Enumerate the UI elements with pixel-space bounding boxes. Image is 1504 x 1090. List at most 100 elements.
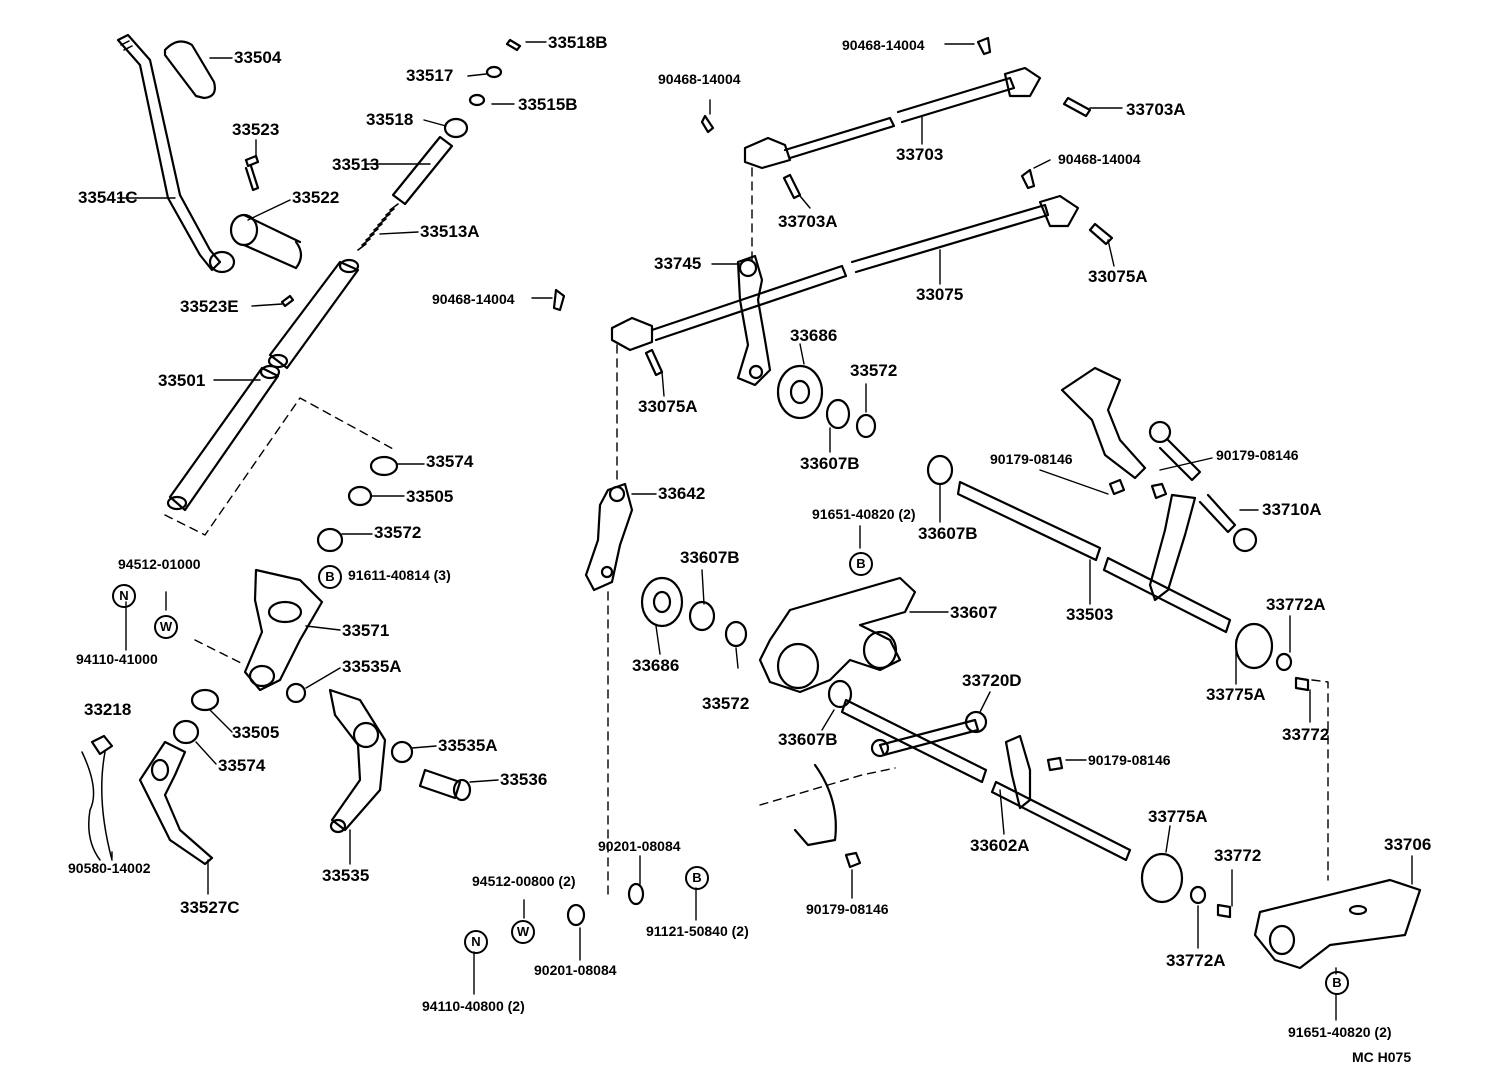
label-33535A: 33535A	[342, 657, 402, 676]
label-90179-08146-c: 90179-08146	[1088, 752, 1171, 768]
label-94512-00800: 94512-00800 (2)	[472, 873, 576, 889]
label-33504: 33504	[234, 48, 282, 67]
label-33686: 33686	[790, 326, 838, 345]
pin-90468-a	[700, 114, 715, 134]
pin-90468-d	[552, 288, 566, 312]
label-33505-b: 33505	[232, 723, 280, 742]
bracket-33706	[1253, 878, 1422, 970]
label-90468-14004-d: 90468-14004	[432, 291, 515, 307]
label-90201-08084-b: 90201-08084	[534, 962, 617, 978]
lever-33527C	[138, 740, 214, 866]
bushing-33505-b	[190, 688, 220, 712]
label-33703A-b: 33703A	[778, 212, 838, 231]
label-90179-08146-d: 90179-08146	[806, 901, 889, 917]
bolt-33536	[418, 768, 472, 802]
label-33518B: 33518B	[548, 33, 608, 52]
label-33503: 33503	[1066, 605, 1114, 624]
pin-90468-b	[976, 36, 992, 56]
clip-33772	[1294, 676, 1310, 692]
lever-bolt-33523	[244, 154, 260, 192]
rod-33513	[391, 135, 454, 206]
label-33772: 33772	[1282, 725, 1330, 744]
leader-lines	[111, 41, 1413, 1021]
label-90179-08146-a: 90179-08146	[990, 451, 1073, 467]
marker-w-2: W	[511, 920, 535, 944]
cap-33518	[443, 117, 469, 139]
rod-33703	[743, 66, 1042, 170]
label-33572-c: 33572	[702, 694, 750, 713]
shift-lever-33541C	[116, 33, 222, 272]
label-90468-14004-b: 90468-14004	[658, 71, 741, 87]
label-33703A: 33703A	[1126, 100, 1186, 119]
label-90201-08084-a: 90201-08084	[598, 838, 681, 854]
label-91651-40820-a: 91651-40820 (2)	[812, 506, 916, 522]
shaft-33602A	[840, 698, 1132, 862]
nut-33517	[485, 65, 503, 79]
label-33535: 33535	[322, 866, 370, 885]
label-90468-14004-c: 90468-14004	[1058, 151, 1141, 167]
label-33607B-b: 33607B	[680, 548, 740, 567]
label-33523E: 33523E	[180, 297, 239, 316]
clip-33218	[90, 734, 114, 756]
pin-33523E	[280, 294, 295, 308]
ring-33686-inner	[789, 379, 811, 405]
label-33075A-b: 33075A	[638, 397, 698, 416]
label-33703: 33703	[896, 145, 944, 164]
label-90179-08146-b: 90179-08146	[1216, 447, 1299, 463]
label-91651-40820-b: 91651-40820 (2)	[1288, 1024, 1392, 1040]
label-33513: 33513	[332, 155, 380, 174]
ring-33686	[776, 364, 824, 420]
nut-90179-c	[1046, 756, 1064, 772]
bushing-33607B-d	[827, 679, 853, 709]
label-94512-01000: 94512-01000	[118, 556, 201, 572]
bolt-33075A-b	[644, 348, 664, 377]
label-33501: 33501	[158, 371, 206, 390]
washer-33772A	[1275, 652, 1293, 672]
lever-33642	[584, 482, 634, 592]
label-33607B: 33607B	[800, 454, 860, 473]
label-91611-40814: 91611-40814 (3)	[348, 567, 451, 583]
ring-33775A	[1234, 622, 1274, 670]
ring-33775A-b	[1140, 852, 1184, 904]
bushing-33574-b	[172, 719, 200, 745]
pin-90468-c	[1020, 168, 1036, 190]
nut-90179-d	[844, 851, 862, 869]
washer-33772A-b	[1189, 885, 1207, 905]
bushing-33607B-c	[926, 454, 954, 486]
spring-33513A	[357, 203, 399, 251]
bushing-33607B	[825, 398, 851, 430]
label-33522: 33522	[292, 188, 340, 207]
label-33527C: 33527C	[180, 898, 240, 917]
lever-33571	[243, 568, 324, 692]
marker-b-2: B	[849, 552, 873, 576]
bushing-33572-b	[724, 620, 748, 648]
nut-90179-a	[1108, 478, 1126, 496]
label-33075A: 33075A	[1088, 267, 1148, 286]
lever-seat-33522	[229, 213, 303, 270]
label-33745: 33745	[654, 254, 702, 273]
label-33607B-c: 33607B	[918, 524, 978, 543]
label-33517: 33517	[406, 66, 454, 85]
lever-33745	[736, 254, 772, 387]
label-33572-b: 33572	[850, 361, 898, 380]
label-33574-b: 33574	[218, 756, 266, 775]
bolt-33703A-a	[1062, 96, 1092, 118]
bushing-33607B-b	[688, 600, 716, 632]
label-91121-50840: 91121-50840 (2)	[646, 923, 749, 939]
bolt-33703A-b	[782, 173, 802, 200]
marker-b-3: B	[685, 866, 709, 890]
label-33775A: 33775A	[1206, 685, 1266, 704]
label-33602A: 33602A	[970, 836, 1030, 855]
marker-b-4: B	[1325, 971, 1349, 995]
label-33642: 33642	[658, 484, 706, 503]
bushing-33505	[347, 485, 373, 507]
label-33536: 33536	[500, 770, 548, 789]
label-33075: 33075	[916, 285, 964, 304]
label-33574: 33574	[426, 452, 474, 471]
washer-33515B	[468, 93, 486, 107]
shift-shaft-33501	[166, 258, 360, 512]
bushing-33572	[316, 527, 344, 553]
diagram-code: MC H075	[1352, 1049, 1412, 1065]
